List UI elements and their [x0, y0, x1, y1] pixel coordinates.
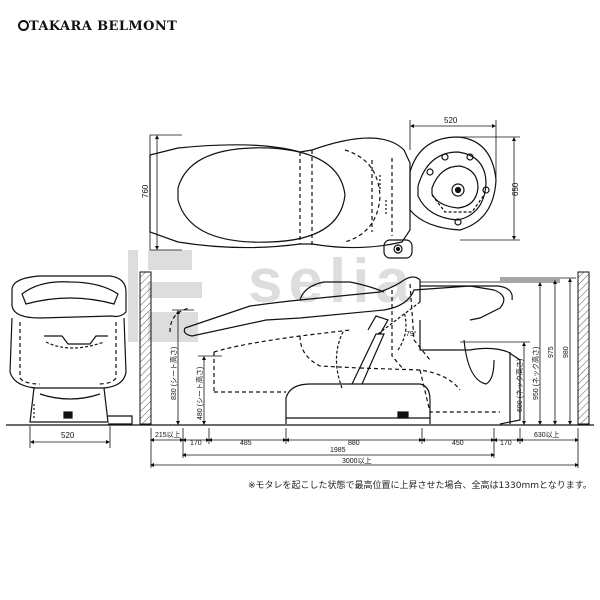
- dim-seg-880: 880: [348, 440, 360, 447]
- dim-total-3000: 3000以上: [342, 456, 372, 465]
- dim-seat-height-830: 830 (シート高さ): [169, 347, 178, 400]
- dim-angle: 79°: [406, 330, 417, 338]
- dim-seg-450: 450: [452, 440, 464, 447]
- wall-right: [577, 271, 590, 425]
- dim-front-width: 520: [61, 431, 75, 440]
- dim-neck-height-600: 600 (ネック高さ): [515, 359, 524, 412]
- dim-total-1985: 1985: [330, 447, 346, 454]
- dim-top-basin-depth: 650: [511, 182, 520, 196]
- dim-height-975: 975: [548, 346, 555, 358]
- side-view: [169, 276, 521, 425]
- dim-seg-170a: 170: [190, 440, 202, 447]
- side-view-height-dimensions: [172, 277, 576, 425]
- front-view-dimensions: [29, 426, 111, 448]
- brand-logo: TAKARA BELMONT: [18, 19, 177, 34]
- height-note: ※モタレを起こした状態で最高位置に上昇させた場合、全高は1330mmとなります。: [248, 481, 592, 491]
- horizontal-dimensions: [150, 428, 579, 468]
- dim-height-980: 980: [563, 346, 570, 358]
- top-view: [149, 136, 497, 259]
- dim-neck-height-950: 950 (ネック高さ): [531, 347, 540, 400]
- watermark: selia: [128, 247, 410, 342]
- front-view: [9, 275, 133, 425]
- wall-left: [139, 271, 152, 425]
- dim-side-clear-right: 630以上: [534, 430, 560, 439]
- dim-seat-height-480: 480 (シート高さ): [195, 367, 204, 420]
- dim-seg-170b: 170: [500, 440, 512, 447]
- dim-top-depth: 760: [141, 184, 150, 198]
- top-view-dimensions: [149, 120, 520, 251]
- dim-seg-485: 485: [240, 440, 252, 447]
- dim-top-basin-width: 520: [444, 116, 458, 125]
- dim-side-clear-left: 215以上: [155, 430, 181, 439]
- logo-mark-icon: [18, 20, 29, 31]
- brand-name: TAKARA BELMONT: [29, 19, 178, 34]
